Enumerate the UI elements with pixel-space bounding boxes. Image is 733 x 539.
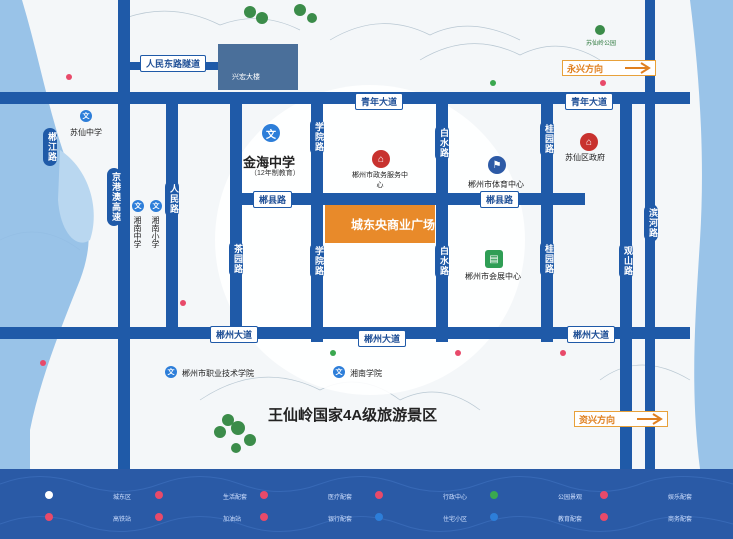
road-jinggang xyxy=(118,0,130,469)
school-icon: 文 xyxy=(150,200,162,212)
school-icon: 文 xyxy=(132,200,144,212)
legend-pattern xyxy=(0,476,733,532)
mall-highlight: 城东央商业广场 xyxy=(325,205,435,243)
label-jinhai-sub: （12年制教育） xyxy=(250,170,300,177)
tag-xueyuan-s: 学院路 xyxy=(310,242,324,280)
poi-dot xyxy=(180,300,188,306)
arrow-right-icon xyxy=(637,413,663,425)
poi-dot xyxy=(66,74,74,80)
government-icon: ⌂ xyxy=(372,150,390,168)
poi-dot xyxy=(560,350,568,356)
label-suxianling-park: 苏仙岭公园 xyxy=(586,41,617,47)
tag-chenjiang: 郴江路 xyxy=(43,128,57,166)
label-zixing: 资兴方向 xyxy=(579,415,616,425)
arrow-zixing: 资兴方向 xyxy=(574,411,668,427)
label-xiangnan-mid: 湘南中学 xyxy=(133,216,142,248)
label-jinhai: 金海中学 xyxy=(243,155,296,170)
tag-baishui-n: 白水路 xyxy=(435,124,449,162)
legend-dot xyxy=(375,513,383,521)
tag-jinggang: 京港澳高速 xyxy=(107,168,121,226)
billboard-label: 兴宏大楼 xyxy=(232,74,260,81)
arrow-right-icon xyxy=(625,62,651,74)
tag-chenxian-e: 郴县路 xyxy=(480,191,520,208)
legend-label: 教育配套 xyxy=(558,517,583,523)
legend-dot xyxy=(45,513,53,521)
legend-dot xyxy=(600,491,608,499)
poi-dot xyxy=(40,360,48,366)
legend-label: 行政中心 xyxy=(443,495,468,501)
label-xiangnan-college: 湘南学院 xyxy=(350,369,382,378)
legend-dot xyxy=(375,491,383,499)
legend-dot xyxy=(260,491,268,499)
legend-dot xyxy=(600,513,608,521)
road-guanshan xyxy=(620,92,632,469)
tag-xueyuan-n: 学院路 xyxy=(310,118,324,156)
tag-guiyuan-s: 桂园路 xyxy=(540,240,554,278)
poi-dot xyxy=(330,350,338,356)
tag-renmin-tunnel: 人民东路隧道 xyxy=(140,55,207,72)
school-icon: 文 xyxy=(333,366,345,378)
label-mall: 城东央商业广场 xyxy=(351,218,436,232)
label-scenic: 王仙岭国家4A级旅游景区 xyxy=(268,407,438,424)
legend-label: 生活配套 xyxy=(223,495,248,501)
poi-dot xyxy=(600,80,608,86)
school-icon: 文 xyxy=(262,124,280,142)
government-icon: ⌂ xyxy=(580,133,598,151)
sports-icon: ⚑ xyxy=(488,156,506,174)
school-icon: 文 xyxy=(165,366,177,378)
legend-dot xyxy=(490,491,498,499)
tag-chenzhou-3: 郴州大道 xyxy=(567,326,616,343)
legend-bar: 城东区 生活配套 医疗配套 行政中心 公园景观 娱乐配套高铁站 加油站 银行配套 住宅小区 教育配… xyxy=(0,469,733,539)
legend-label: 城东区 xyxy=(113,495,132,501)
tag-qingnian-e: 青年大道 xyxy=(565,93,614,110)
tag-chenxian-w: 郴县路 xyxy=(253,191,293,208)
expo-icon: ▤ xyxy=(485,250,503,268)
legend-label: 娱乐配套 xyxy=(668,495,693,501)
legend-label: 住宅小区 xyxy=(443,517,468,523)
label-gov-service: 郴州市政务服务中心 xyxy=(352,172,408,189)
school-icon: 文 xyxy=(80,110,92,122)
tag-chenzhou-1: 郴州大道 xyxy=(210,326,259,343)
label-sports-center: 郴州市体育中心 xyxy=(468,180,524,189)
tag-chenzhou-2: 郴州大道 xyxy=(358,330,407,347)
legend-dot xyxy=(155,513,163,521)
legend-dot xyxy=(490,513,498,521)
legend-label: 加油站 xyxy=(223,517,242,523)
road-chayuan xyxy=(230,92,242,327)
road-chenzhou xyxy=(0,327,690,339)
legend-dot xyxy=(45,491,53,499)
label-yongxing: 永兴方向 xyxy=(567,64,604,74)
legend-label: 高铁站 xyxy=(113,517,132,523)
tag-guiyuan-n: 桂园路 xyxy=(540,120,554,158)
label-suxian-gov: 苏仙区政府 xyxy=(565,153,605,162)
poi-dot xyxy=(455,350,463,356)
legend-label: 医疗配套 xyxy=(328,495,353,501)
label-expo-center: 郴州市会展中心 xyxy=(465,272,521,281)
label-vocational: 郴州市职业技术学院 xyxy=(182,369,254,378)
legend-label: 银行配套 xyxy=(328,517,353,523)
label-xiangnan-pri: 湘南小学 xyxy=(151,216,160,248)
tag-baishui-s: 白水路 xyxy=(435,242,449,280)
legend-label: 商务配套 xyxy=(668,517,693,523)
tag-renmin-road: 人民路 xyxy=(165,180,179,218)
poi-dot xyxy=(490,80,498,86)
billboard: 兴宏大楼 xyxy=(218,44,298,90)
legend-dot xyxy=(155,491,163,499)
tag-binhe: 滨河路 xyxy=(644,204,658,242)
legend-dot xyxy=(260,513,268,521)
tag-qingnian-w: 青年大道 xyxy=(355,93,404,110)
arrow-yongxing: 永兴方向 xyxy=(562,60,656,76)
label-suxian-school: 苏仙中学 xyxy=(70,128,102,137)
tag-guanshan: 观山路 xyxy=(619,242,633,280)
legend-label: 公园景观 xyxy=(558,495,583,501)
tag-chayuan: 茶园路 xyxy=(229,240,243,278)
